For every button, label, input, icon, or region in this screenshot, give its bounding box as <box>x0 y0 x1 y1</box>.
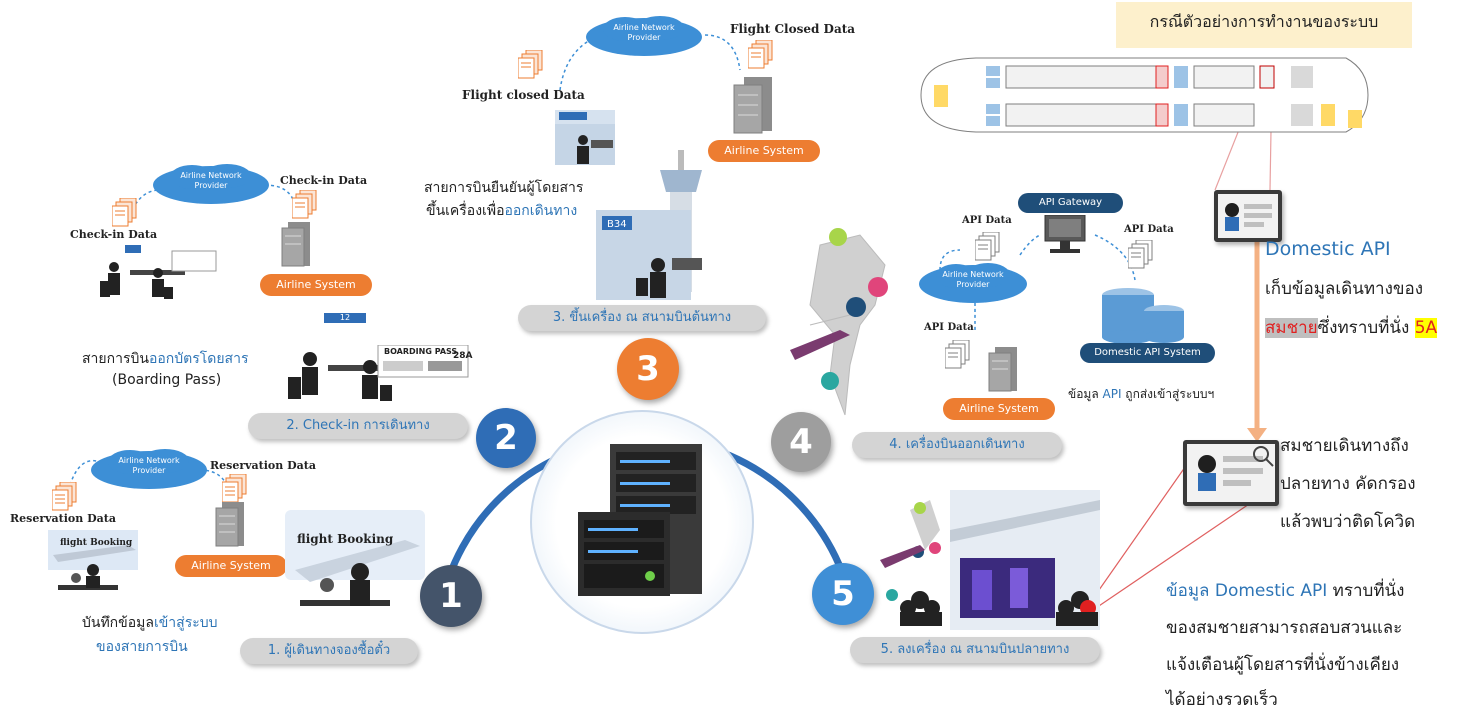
booking-illustration: flight Booking <box>48 530 138 610</box>
airline-system-badge: Airline System <box>175 555 287 577</box>
step4-caption: ข้อมูล API ถูกส่งเข้าสู่ระบบฯ <box>1068 387 1215 401</box>
airport-tower-illustration: B34 <box>596 150 716 300</box>
gate-sign: B34 <box>607 219 627 230</box>
passenger-screening-monitor <box>1183 440 1279 506</box>
domestic-api-title: Domestic API <box>1265 238 1391 260</box>
boarding-pass-seat: 28A <box>453 351 473 361</box>
step-circle-1: 1 <box>420 565 482 627</box>
bottom-line-4: ได้อย่างรวดเร็ว <box>1166 690 1278 710</box>
api-data-label-2: API Data <box>1124 224 1174 235</box>
passenger-name: สมชาย <box>1265 318 1318 338</box>
server-rack-icon <box>578 444 702 596</box>
documents-icon <box>517 49 544 80</box>
database-icon <box>1098 285 1188 345</box>
found-line-2: ปลายทาง คัดกรอง <box>1280 474 1416 494</box>
seat-rows <box>986 65 1362 128</box>
flight-closed-data-left: Flight closed Data <box>462 88 585 102</box>
booking-illustration-large: flight Booking <box>285 510 425 620</box>
gate-number: 12 <box>324 313 366 323</box>
central-server-circle <box>530 410 754 634</box>
booking-label-large: flight Booking <box>297 532 394 546</box>
step1-caption-line2: ของสายการบิน <box>96 639 188 655</box>
airline-system-badge: Airline System <box>260 274 372 296</box>
cloud-label: Airline Network Provider <box>180 171 242 190</box>
thailand-map-illustration <box>790 225 900 425</box>
documents-icon <box>747 39 774 70</box>
documents-icon <box>51 481 78 512</box>
server-icon <box>212 500 252 548</box>
gate-illustration <box>555 110 615 165</box>
step-circle-5: 5 <box>812 563 874 625</box>
seat-number: 5A <box>1414 318 1438 338</box>
boarding-pass-title: BOARDING PASS <box>384 347 458 356</box>
found-line-3: แล้วพบว่าติดโควิด <box>1280 512 1416 532</box>
booking-label: flight Booking <box>60 538 133 548</box>
server-icon <box>730 75 780 135</box>
cloud-label: Airline Network Provider <box>118 456 180 475</box>
step1-caption-line1: บันทึกข้อมูลเข้าสู่ระบบ <box>82 615 218 631</box>
step-circle-2: 2 <box>476 408 536 468</box>
documents-icon <box>974 231 1001 262</box>
airline-network-cloud-4: Airline Network Provider <box>918 262 1028 304</box>
checkin-data-label-left: Check-in Data <box>70 228 158 241</box>
bottom-line-2: ของสมชายสามารถสอบสวนและ <box>1166 618 1403 638</box>
step2-caption-line2: (Boarding Pass) <box>112 372 222 388</box>
airline-network-cloud-2: Airline Network Provider <box>152 163 270 205</box>
documents-icon <box>291 189 318 220</box>
step-circle-4: 4 <box>771 412 831 472</box>
api-data-label-3: API Data <box>924 322 974 333</box>
panel-line-seat: สมชายซึ่งทราบที่นั่ง 5A <box>1265 318 1438 338</box>
server-icon <box>985 345 1025 393</box>
api-gateway-badge: API Gateway <box>1018 193 1123 213</box>
checkin-data-label-right: Check-in Data <box>280 174 368 187</box>
airline-network-cloud-1: Airline Network Provider <box>90 448 208 490</box>
cloud-label: Airline Network Provider <box>942 270 1004 289</box>
server-icon <box>278 220 318 268</box>
checkin-illustration-large: BOARDING PASS 28A <box>288 344 473 405</box>
step2-caption-line1: สายการบินออกบัตรโดยสาร <box>82 351 249 367</box>
documents-icon <box>1127 239 1154 270</box>
step3-caption-line1: สายการบินยืนยันผู้โดยสาร <box>424 180 584 196</box>
checkin-illustration <box>100 245 230 305</box>
step-circle-3: 3 <box>617 338 679 400</box>
step5-pill: 5. ลงเครื่อง ณ สนามบินปลายทาง <box>850 637 1100 663</box>
step3-pill: 3. ขึ้นเครื่อง ณ สนามบินต้นทาง <box>518 305 766 331</box>
aircraft-seat-map <box>916 40 1371 150</box>
reservation-data-label-right: Reservation Data <box>210 459 316 472</box>
bottom-line-1: ข้อมูล Domestic API ทราบที่นั่ง <box>1166 581 1405 601</box>
flight-closed-data-right: Flight Closed Data <box>730 22 856 36</box>
airline-system-badge: Airline System <box>943 398 1055 420</box>
api-data-label-1: API Data <box>962 215 1012 226</box>
domestic-api-system-badge: Domestic API System <box>1080 343 1215 363</box>
step4-pill: 4. เครื่องบินออกเดินทาง <box>852 432 1062 458</box>
panel-line-collect: เก็บข้อมูลเดินทางของ <box>1265 279 1424 299</box>
cloud-label: Airline Network Provider <box>613 23 675 42</box>
documents-icon <box>221 473 248 504</box>
airline-system-badge: Airline System <box>708 140 820 162</box>
step3-caption-line2: ขึ้นเครื่องเพื่อออกเดินทาง <box>426 203 578 219</box>
example-case-banner: กรณีตัวอย่างการทำงานของระบบ <box>1116 2 1412 48</box>
documents-icon <box>944 339 971 370</box>
airline-network-cloud-3: Airline Network Provider <box>585 15 703 57</box>
bottom-line-3: แจ้งเตือนผู้โดยสารที่นั่งข้างเคียง <box>1166 655 1400 675</box>
step1-pill: 1. ผู้เดินทางจองซื้อตั๋ว <box>240 638 418 664</box>
passenger-profile-monitor <box>1214 190 1282 242</box>
found-line-1: สมชายเดินทางถึง <box>1280 436 1409 456</box>
arrival-airport-illustration <box>880 490 1100 630</box>
step2-pill: 2. Check-in การเดินทาง <box>248 413 468 439</box>
documents-icon <box>111 197 138 228</box>
reservation-data-label-left: Reservation Data <box>10 512 116 525</box>
computer-icon <box>1040 214 1090 255</box>
